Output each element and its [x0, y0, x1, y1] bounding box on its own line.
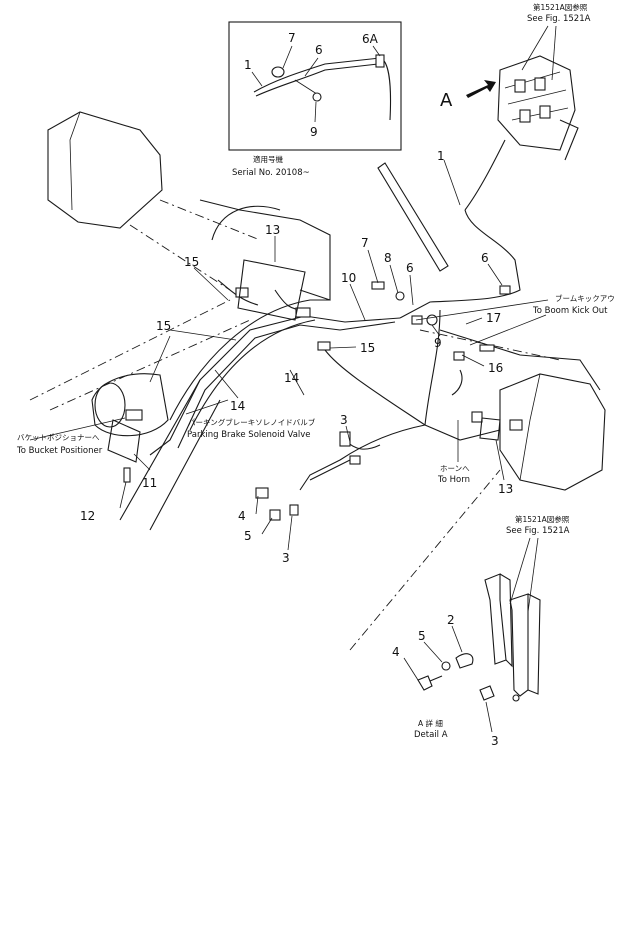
label-horn: To Horn — [437, 475, 470, 485]
detail-callout-3: 3 — [491, 734, 499, 748]
detail-callout-2: 2 — [447, 613, 455, 627]
view-marker-a: A — [440, 90, 453, 111]
callout-12: 12 — [80, 509, 95, 523]
label-parking: Parking Brake Solenoid Valve — [187, 430, 311, 440]
label-parking-jp: パーキングブレーキソレノイドバルブ — [188, 417, 316, 427]
label-bucket-jp: バケットポジショナーへ — [17, 433, 100, 442]
detail-callout-5: 5 — [418, 629, 426, 643]
detail-callout-4: 4 — [392, 645, 400, 659]
bracket-detail — [484, 573, 541, 702]
inset-callout-6a: 6A — [362, 32, 379, 46]
callout-3-upper: 3 — [340, 413, 348, 427]
callout-6-right: 6 — [481, 251, 489, 265]
inset-caption: Serial No. 20108~ — [232, 168, 310, 178]
inset-callout-9: 9 — [310, 125, 318, 139]
callout-14-center: 14 — [284, 371, 299, 385]
callout-17: 17 — [486, 311, 501, 325]
inset-callout-6: 6 — [315, 43, 323, 57]
label-boom-kick: To Boom Kick Out — [532, 306, 608, 316]
callout-3-lower: 3 — [282, 551, 290, 565]
callout-13-right: 13 — [498, 482, 513, 496]
view-arrow-icon — [466, 80, 496, 98]
callout-13-top: 13 — [265, 223, 280, 237]
callout-1: 1 — [437, 149, 445, 163]
ref-top-en: See Fig. 1521A — [527, 14, 591, 24]
callout-14-left: 14 — [230, 399, 245, 413]
callout-11: 11 — [142, 476, 157, 490]
callout-8: 8 — [384, 251, 392, 265]
ref-top-jp: 第1521A図参照 — [533, 2, 588, 12]
inset-caption-jp: 適用号機 — [253, 154, 283, 164]
detail-ref-jp: 第1521A図参照 — [515, 514, 570, 524]
inset-callout-7: 7 — [288, 31, 296, 45]
callout-4: 4 — [238, 509, 246, 523]
callout-16: 16 — [488, 361, 503, 375]
callout-15-left: 15 — [156, 319, 171, 333]
callout-10: 10 — [341, 271, 356, 285]
detail-ref-en: See Fig. 1521A — [506, 526, 570, 536]
callout-5: 5 — [244, 529, 252, 543]
callout-15-center: 15 — [360, 341, 375, 355]
label-horn-jp: ホーンへ — [440, 464, 470, 473]
loader-frame — [29, 111, 606, 651]
detail-title-jp: A 詳 細 — [418, 718, 443, 728]
wire-harness — [107, 139, 523, 521]
leader-lines — [29, 159, 549, 551]
inset-callout-1: 1 — [244, 58, 252, 72]
callout-15-top: 15 — [184, 255, 199, 269]
solenoid-valve-cluster — [497, 55, 579, 161]
label-bucket: To Bucket Positioner — [16, 446, 103, 456]
callout-7: 7 — [361, 236, 369, 250]
detail-title: Detail A — [414, 730, 448, 740]
callout-6-center: 6 — [406, 261, 414, 275]
serial-inset: 7 6 6A 1 9 — [228, 21, 402, 151]
callout-9: 9 — [434, 336, 442, 350]
label-boom-kick-jp: ブームキックアウトへ — [555, 293, 617, 303]
